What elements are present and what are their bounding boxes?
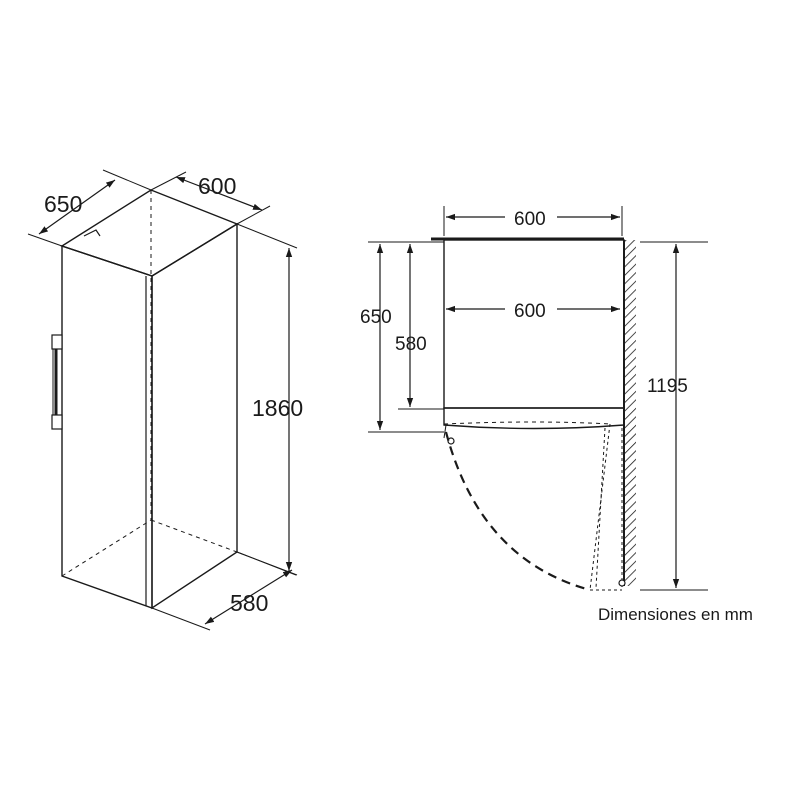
- plan-inner-depth-label: 580: [395, 334, 427, 355]
- dimension-top-width-600: 600: [443, 206, 623, 236]
- dimension-width-600: 600: [150, 171, 271, 225]
- dimension-depth-650: 650: [27, 169, 152, 247]
- bottom-depth-label: 580: [230, 590, 268, 616]
- dimension-inner-width-600: 600: [446, 301, 620, 322]
- dimension-depth-650-plan: 650: [360, 241, 444, 433]
- dimension-height-1860: 1860: [236, 223, 303, 576]
- inner-width-label: 600: [514, 301, 546, 322]
- depth-label: 650: [44, 191, 82, 217]
- width-label: 600: [198, 173, 236, 199]
- perspective-view: 650 600 1860 580: [27, 169, 303, 631]
- dimension-depth-580-plan: 580: [395, 241, 444, 410]
- fridge-perspective-body: [60, 189, 239, 610]
- wall-hatched: [623, 240, 636, 586]
- dimension-swing-1195: 1195: [640, 241, 708, 591]
- fridge-handle: [51, 334, 63, 430]
- top-width-label: 600: [514, 209, 546, 230]
- door-swing-open: [443, 421, 626, 592]
- plan-depth-label: 650: [360, 307, 392, 328]
- caption: Dimensiones en mm: [598, 605, 753, 624]
- dimension-depth-580: 580: [151, 551, 297, 631]
- plan-view: 600 600 650 580 1195: [360, 206, 708, 592]
- swing-label: 1195: [647, 376, 688, 397]
- fridge-plan-body: [431, 237, 625, 445]
- height-label: 1860: [252, 395, 303, 421]
